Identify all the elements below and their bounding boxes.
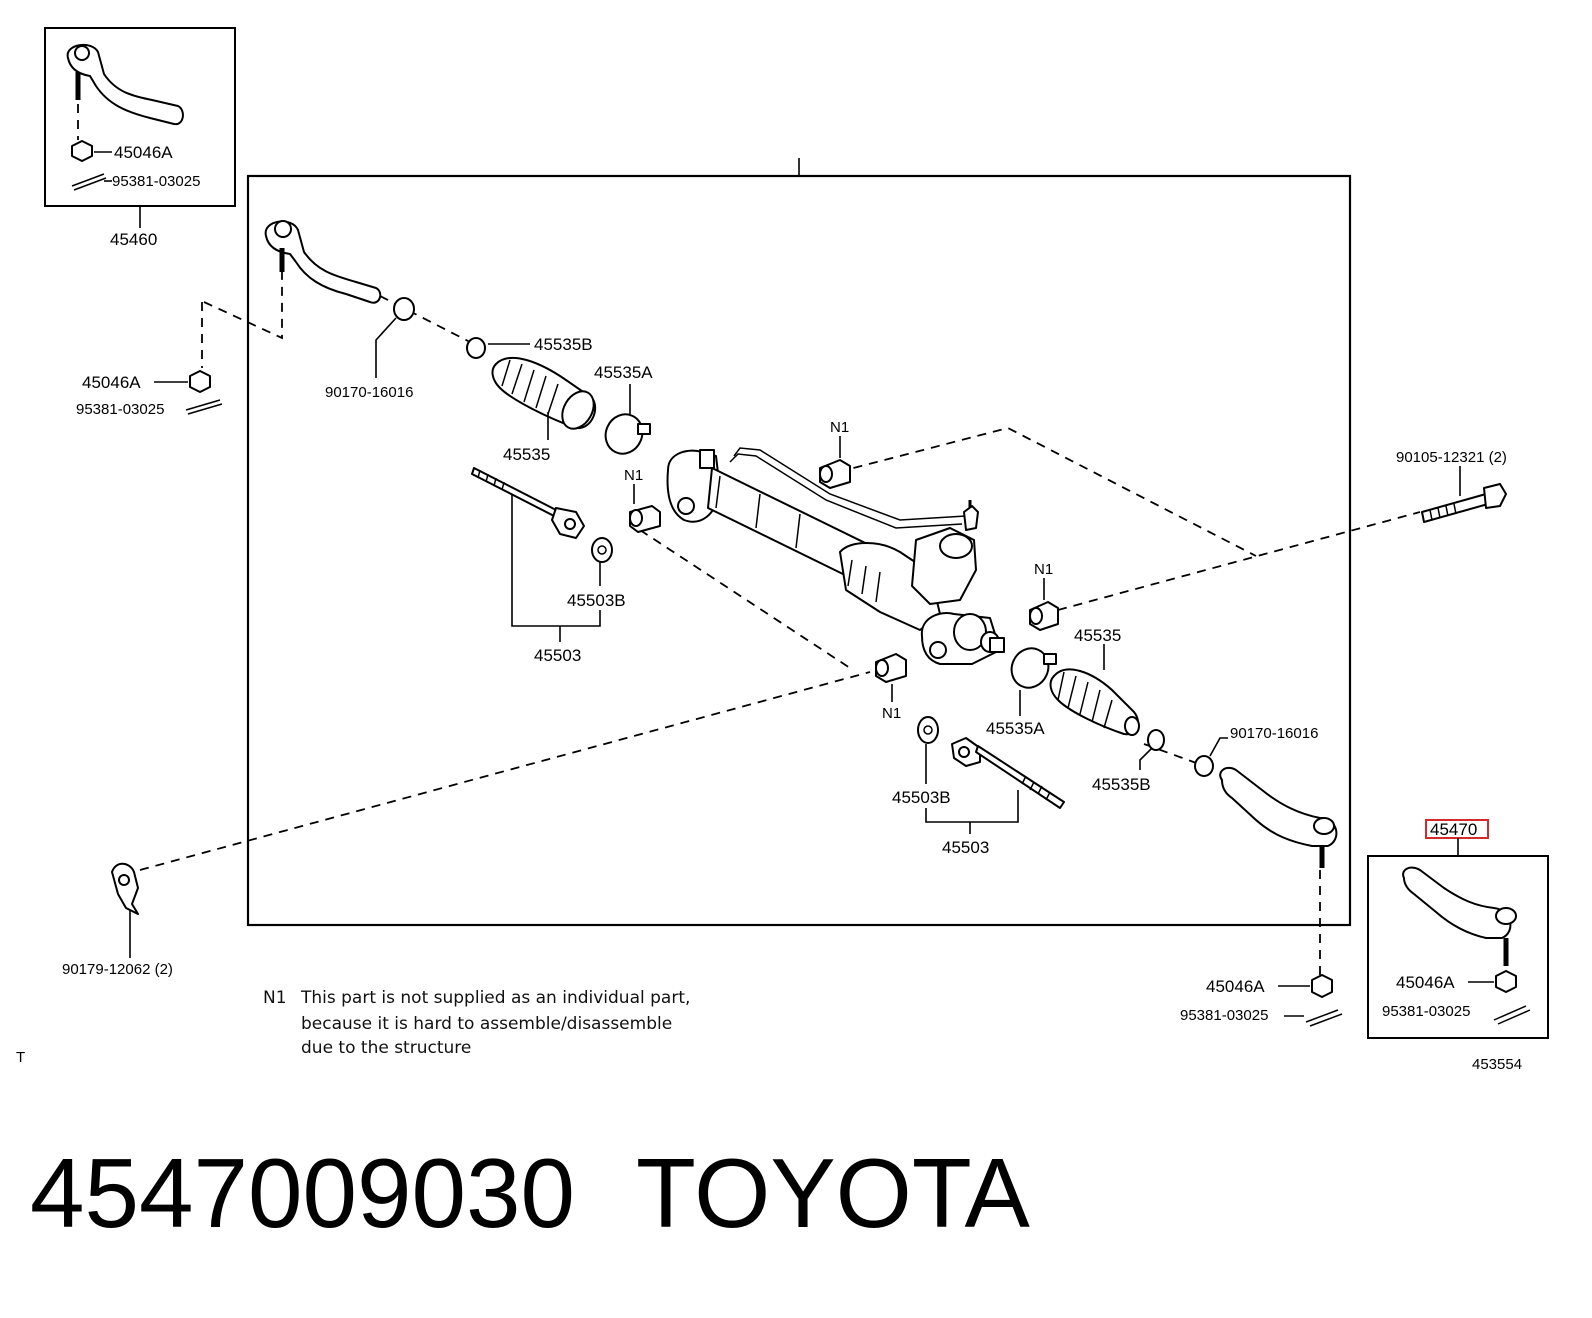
brand-name: TOYOTA	[636, 1138, 1030, 1248]
note-marker: N1	[263, 988, 287, 1008]
n1-label-d: N1	[882, 705, 901, 722]
n1-bushing-left: N1	[624, 467, 661, 533]
right-boot-band-label: 45535A	[986, 719, 1045, 738]
left-boot-label: 45535	[503, 445, 550, 464]
left-pin-label: 95381-03025	[76, 401, 164, 418]
bolt-label: 90105-12321 (2)	[1396, 449, 1507, 466]
right-rod-label: 45503	[942, 838, 989, 857]
left-boot-band: 45535A	[594, 363, 653, 455]
cotter-pin-icon	[71, 173, 107, 191]
bolt: 90105-12321 (2)	[1396, 449, 1507, 523]
right-boot-clip: 45535B	[1092, 729, 1165, 794]
highlight-box	[1425, 819, 1489, 839]
castle-nut-icon	[1495, 970, 1517, 993]
tie-rod-end-icon	[1402, 866, 1512, 939]
left-clamp-nut: 90170-16016	[325, 297, 415, 401]
bracket: 90179-12062 (2)	[62, 862, 173, 978]
inset-tl-part-label: 45460	[110, 230, 157, 249]
left-nut-label: 45046A	[82, 373, 141, 392]
corner-mark: T	[16, 1049, 25, 1066]
right-nut-label: 45046A	[1206, 977, 1265, 996]
note-block: N1 This part is not supplied as an indiv…	[263, 988, 690, 1058]
n1-label-a: N1	[624, 467, 643, 484]
inset-tl-nut-label: 45046A	[114, 143, 173, 162]
n1-bushing-bottom: N1	[875, 653, 907, 722]
cotter-pin-icon	[185, 399, 223, 415]
left-rod-label: 45503	[534, 646, 581, 665]
right-tie-rod-end	[1219, 766, 1338, 868]
left-boot-clip: 45535B	[466, 335, 593, 359]
right-boot-band: 45535A	[986, 647, 1057, 738]
dashed-guides	[139, 248, 1421, 980]
diagram-code: 453554	[1472, 1056, 1522, 1073]
bracket-label: 90179-12062 (2)	[62, 961, 173, 978]
inset-br-nut-label: 45046A	[1396, 973, 1455, 992]
right-inner-tie-rod: 45503B 45503	[892, 716, 1065, 857]
note-line-1: This part is not supplied as an individu…	[300, 988, 690, 1008]
inset-top-left: 45046A 95381-03025 45460	[44, 27, 236, 249]
right-boot-label: 45535	[1074, 626, 1121, 645]
right-boot-clip-label: 45535B	[1092, 775, 1151, 794]
n1-bushing-top: N1	[819, 419, 851, 489]
right-pin-label: 95381-03025	[1180, 1007, 1268, 1024]
inset-br-pin-label: 95381-03025	[1382, 1003, 1470, 1020]
right-boot: 45535	[1049, 626, 1140, 736]
left-boot-band-label: 45535A	[594, 363, 653, 382]
n1-label-c: N1	[1034, 561, 1053, 578]
steering-rack-housing	[666, 447, 1005, 665]
left-washer-label: 45503B	[567, 591, 626, 610]
castle-nut-icon	[1311, 974, 1333, 998]
n1-bushing-right: N1	[1029, 561, 1059, 631]
castle-nut-icon	[71, 140, 93, 162]
part-number: 4547009030	[30, 1138, 576, 1248]
right-nut-group: 45046A 95381-03025	[1180, 974, 1343, 1027]
note-line-2: because it is hard to assemble/disassemb…	[301, 1014, 672, 1034]
inset-bottom-right: 45470 45046A 95381-03025	[1367, 819, 1549, 1039]
left-clamp-nut-label: 90170-16016	[325, 384, 413, 401]
cotter-pin-icon	[1493, 1005, 1531, 1025]
inset-tl-pin-label: 95381-03025	[112, 173, 200, 190]
n1-label-b: N1	[830, 419, 849, 436]
left-nut-group: 45046A 95381-03025	[76, 370, 223, 418]
left-boot-clip-label: 45535B	[534, 335, 593, 354]
left-boot: 45535	[491, 356, 597, 464]
highlighted-part-label[interactable]: 45470	[1430, 820, 1477, 839]
main-assembly-frame	[246, 158, 1352, 927]
cotter-pin-icon	[1305, 1009, 1343, 1027]
right-washer-label: 45503B	[892, 788, 951, 807]
tie-rod-end-icon	[66, 43, 184, 126]
left-tie-rod-end	[264, 220, 382, 304]
castle-nut-icon	[189, 370, 211, 393]
right-clamp-nut-label: 90170-16016	[1230, 725, 1318, 742]
left-inner-tie-rod: 45503B 45503	[471, 467, 626, 665]
right-clamp-nut: 90170-16016	[1194, 725, 1318, 777]
note-line-3: due to the structure	[301, 1038, 471, 1058]
